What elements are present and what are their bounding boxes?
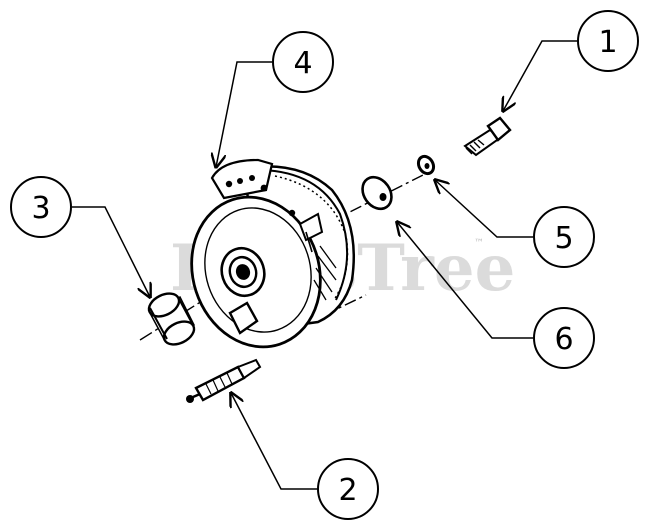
watermark-trademark: ™ xyxy=(474,238,484,249)
part-1-bolt xyxy=(463,116,512,157)
callout-2[interactable]: 2 xyxy=(317,458,379,520)
part-5-lock-washer xyxy=(416,154,436,176)
leader-4 xyxy=(216,61,272,167)
clutch-assembly xyxy=(190,158,356,349)
callout-3[interactable]: 3 xyxy=(10,176,72,238)
callout-6[interactable]: 6 xyxy=(533,307,595,369)
callout-2-label: 2 xyxy=(338,473,357,508)
part-2-pin xyxy=(186,358,262,403)
part-6-washer xyxy=(361,175,393,211)
callout-1-label: 1 xyxy=(598,25,617,60)
leader-lines xyxy=(72,40,577,490)
callout-5-label: 5 xyxy=(554,221,573,256)
callout-3-label: 3 xyxy=(31,191,50,226)
leader-2 xyxy=(231,393,318,490)
leader-6 xyxy=(397,222,533,339)
leader-5 xyxy=(435,180,533,238)
callout-1[interactable]: 1 xyxy=(577,10,639,72)
leader-3 xyxy=(72,206,150,297)
callout-4-label: 4 xyxy=(293,46,312,81)
leader-1 xyxy=(503,40,577,111)
callout-4[interactable]: 4 xyxy=(272,31,334,93)
part-3-bushing xyxy=(147,292,196,346)
callout-6-label: 6 xyxy=(554,322,573,357)
callout-5[interactable]: 5 xyxy=(533,206,595,268)
